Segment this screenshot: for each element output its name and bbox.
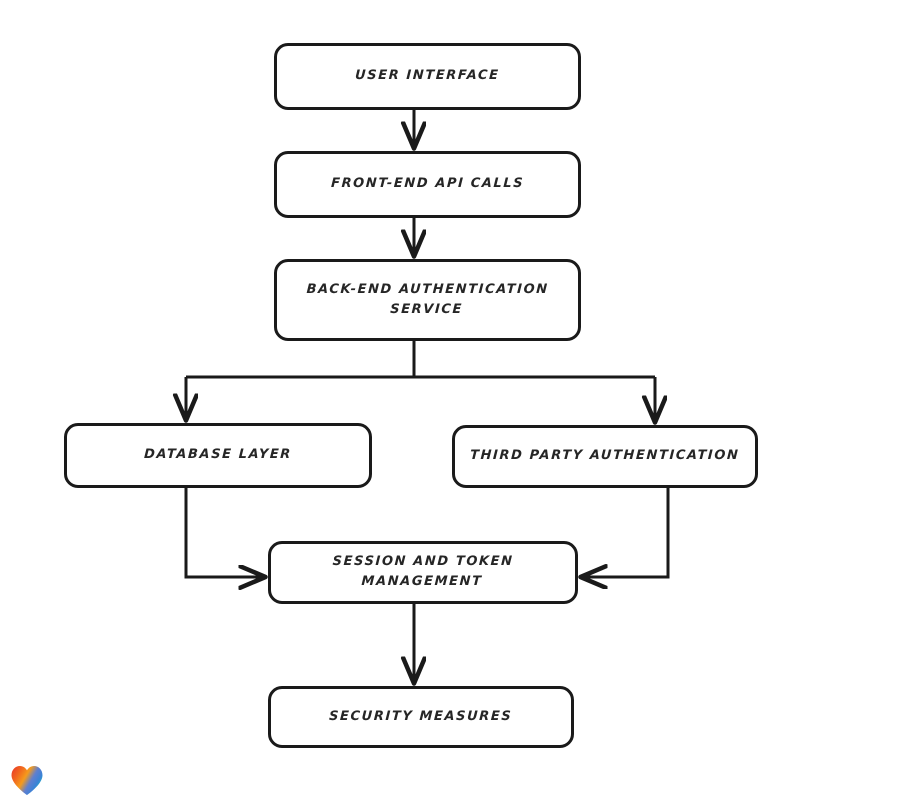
edge-thirdparty-to-session xyxy=(582,488,670,577)
node-session-and-token-management-label: Session and Token Management xyxy=(332,554,515,590)
node-session-and-token-management[interactable]: Session and Token Management xyxy=(268,541,578,604)
node-backend-authentication-service[interactable]: Back-End Authentication Service xyxy=(274,259,581,341)
edge-database-to-session xyxy=(184,488,264,577)
node-frontend-api-calls-label: Front-End API Calls xyxy=(330,176,525,192)
node-third-party-authentication[interactable]: Third Party Authentication xyxy=(452,425,758,488)
node-database-layer[interactable]: Database Layer xyxy=(64,423,372,488)
node-security-measures-label: Security Measures xyxy=(329,708,514,724)
node-database-layer-label: Database Layer xyxy=(143,447,293,463)
node-frontend-api-calls[interactable]: Front-End API Calls xyxy=(274,151,581,218)
heart-icon xyxy=(11,766,43,795)
node-security-measures[interactable]: Security Measures xyxy=(268,686,574,748)
node-third-party-authentication-label: Third Party Authentication xyxy=(469,448,741,464)
node-user-interface-label: User Interface xyxy=(354,68,501,84)
node-user-interface[interactable]: User Interface xyxy=(274,43,581,110)
node-backend-authentication-service-label: Back-End Authentication Service xyxy=(306,281,550,317)
